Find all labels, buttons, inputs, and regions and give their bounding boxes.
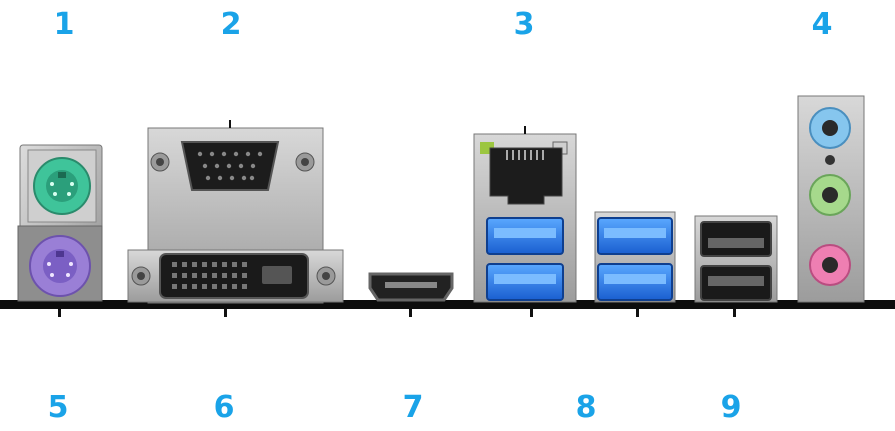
tick-2 — [229, 120, 231, 128]
label-7: 7 — [402, 390, 424, 425]
tick-9 — [733, 309, 736, 317]
tick-1 — [58, 309, 61, 317]
tick-7 — [409, 309, 412, 317]
audio-jacks — [797, 95, 865, 303]
tick-3 — [524, 126, 526, 134]
vga-port — [150, 141, 315, 191]
hdmi-port — [368, 272, 454, 302]
label-1: 1 — [53, 7, 75, 42]
tick-8b — [636, 309, 639, 317]
label-2: 2 — [220, 7, 242, 42]
ps2-ports — [17, 144, 103, 302]
label-4: 4 — [811, 7, 833, 42]
usb3-pair — [594, 211, 676, 303]
label-8: 8 — [575, 390, 597, 425]
label-9: 9 — [720, 390, 742, 425]
label-5: 5 — [47, 390, 69, 425]
lan-port — [489, 147, 563, 205]
tick-8a — [530, 309, 533, 317]
label-6: 6 — [213, 390, 235, 425]
lan-usb-stack — [473, 133, 577, 303]
usb2-pair — [694, 215, 778, 303]
baseline-bar — [0, 300, 895, 309]
dvi-port — [131, 253, 336, 299]
label-3: 3 — [513, 7, 535, 42]
tick-6 — [224, 309, 227, 317]
video-bracket — [127, 127, 344, 304]
